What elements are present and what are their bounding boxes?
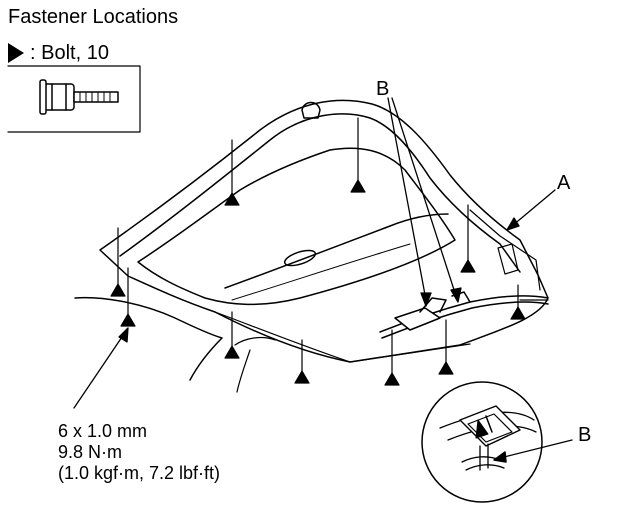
- harness-connector: [394, 307, 441, 331]
- left-pillar: [74, 296, 223, 381]
- headliner-outline: [99, 99, 549, 363]
- triangle-marker-icon: [8, 43, 24, 63]
- sunroof-ridge: [224, 213, 449, 289]
- legend-box: [7, 65, 141, 133]
- bolt-spec: 6 x 1.0 mm 9.8 N·m (1.0 kgf·m, 7.2 lbf·f…: [58, 421, 220, 484]
- callout-arrows: [73, 97, 556, 409]
- label-b-detail: B: [578, 424, 592, 446]
- bolt-icon: [39, 79, 119, 115]
- page-title: Fastener Locations: [8, 6, 179, 28]
- legend-text: : Bolt, 10: [30, 41, 109, 64]
- label-b-top: B: [376, 78, 390, 100]
- spec-torque-alt: (1.0 kgf·m, 7.2 lbf·ft): [58, 463, 221, 483]
- dome-light: [301, 101, 321, 119]
- headliner-inner-edge: [119, 113, 521, 273]
- grab-handle: [283, 249, 317, 267]
- spec-size: 6 x 1.0 mm: [58, 421, 148, 441]
- sunroof-opening: [137, 147, 456, 306]
- clip-detail: [421, 381, 573, 503]
- legend: : Bolt, 10: [8, 40, 109, 66]
- spec-torque: 9.8 N·m: [58, 442, 123, 462]
- label-a: A: [557, 172, 571, 194]
- bolt-markers: [110, 117, 526, 386]
